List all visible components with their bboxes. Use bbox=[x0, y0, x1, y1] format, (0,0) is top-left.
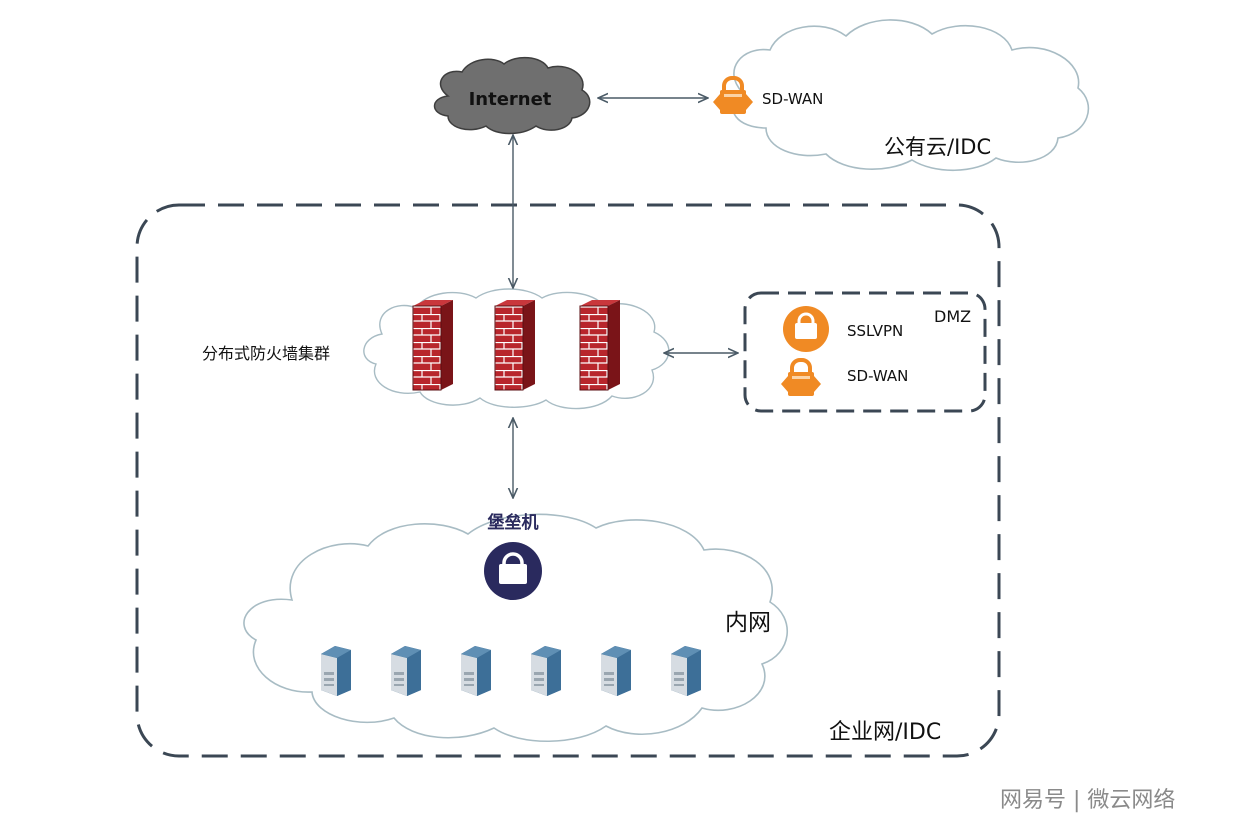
sslvpn-label: SSLVPN bbox=[847, 322, 903, 340]
sdwan-cloud-label: SD-WAN bbox=[762, 90, 823, 108]
firewall-icon bbox=[412, 299, 454, 391]
public-cloud-label: 公有云/IDC bbox=[884, 135, 991, 159]
firewall-icon bbox=[494, 299, 536, 391]
dmz-label: DMZ bbox=[934, 307, 971, 326]
lock-icon bbox=[484, 542, 542, 600]
firewall-icon bbox=[579, 299, 621, 391]
dmz-boundary bbox=[743, 291, 987, 413]
cloud-icon bbox=[433, 56, 591, 135]
server-icon bbox=[531, 646, 561, 696]
enterprise-boundary bbox=[135, 203, 1001, 758]
server-icon bbox=[601, 646, 631, 696]
sdwan-lock-icon bbox=[779, 358, 823, 398]
enterprise-label: 企业网/IDC bbox=[829, 720, 941, 745]
server-icon bbox=[391, 646, 421, 696]
server-icon bbox=[321, 646, 351, 696]
internet-label: Internet bbox=[469, 89, 552, 110]
watermark: 网易号 | 微云网络 bbox=[1000, 788, 1175, 813]
server-icon bbox=[461, 646, 491, 696]
intranet-cloud bbox=[243, 513, 788, 743]
lock-icon bbox=[783, 306, 829, 352]
bastion-label: 堡垒机 bbox=[488, 512, 539, 533]
server-icon bbox=[671, 646, 701, 696]
public-cloud bbox=[732, 19, 1090, 172]
sdwan-dmz-label: SD-WAN bbox=[847, 367, 908, 385]
intranet-label: 内网 bbox=[725, 610, 771, 636]
firewall-cluster-label: 分布式防火墙集群 bbox=[202, 344, 330, 363]
